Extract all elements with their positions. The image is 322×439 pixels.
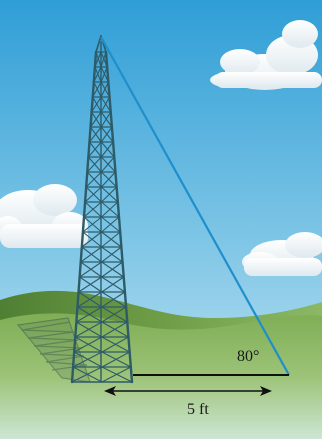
front-hill bbox=[0, 313, 322, 439]
guy-wire bbox=[100, 36, 290, 376]
distance-label: 5 ft bbox=[187, 401, 209, 418]
distance-arrow bbox=[104, 386, 272, 396]
cloud-icon bbox=[210, 20, 322, 90]
angle-label: 80° bbox=[237, 348, 260, 365]
cloud-icon bbox=[242, 232, 322, 276]
cloud-icon bbox=[0, 184, 88, 248]
lattice-tower-icon bbox=[70, 35, 134, 384]
